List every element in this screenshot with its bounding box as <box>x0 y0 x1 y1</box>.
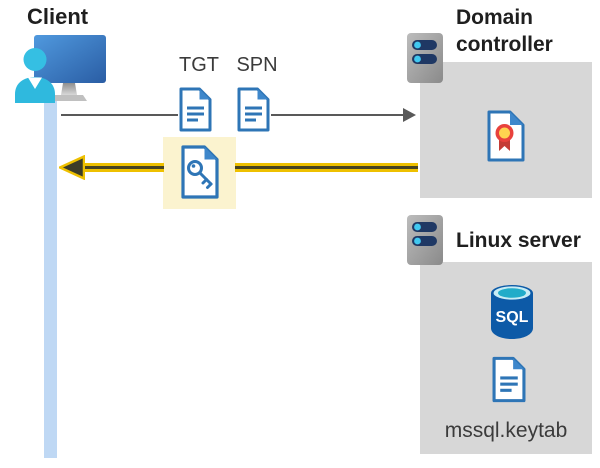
tgt-document-icon <box>179 87 212 132</box>
domain-controller-server-icon <box>407 33 443 83</box>
spn-document-icon <box>237 87 270 132</box>
monitor-icon <box>34 35 106 101</box>
client-workstation-icon <box>15 35 106 103</box>
request-arrow-head <box>403 108 416 122</box>
client-title: Client <box>27 4 89 29</box>
spn-label: SPN <box>236 54 278 76</box>
keytab-filename: mssql.keytab <box>444 419 568 442</box>
return-arrow-line-right <box>235 163 418 172</box>
linux-server-icon <box>407 215 443 265</box>
return-arrow-head <box>59 155 85 180</box>
client-lifeline-bar <box>44 98 57 458</box>
linux-server-title: Linux server <box>456 229 581 252</box>
tgt-label: TGT <box>179 54 219 76</box>
domain-controller-title: Domain controller <box>456 6 553 56</box>
service-ticket-key-icon <box>181 145 219 199</box>
key-icon <box>187 160 213 189</box>
certificate-icon <box>487 110 525 162</box>
return-arrow-line-left <box>80 163 164 172</box>
request-arrow-line-left <box>61 114 178 116</box>
request-arrow-line-right <box>271 114 404 116</box>
sql-database-icon: SQL <box>491 285 533 339</box>
keytab-document-icon <box>492 356 526 403</box>
sql-text: SQL <box>496 309 529 326</box>
user-icon <box>15 48 55 103</box>
